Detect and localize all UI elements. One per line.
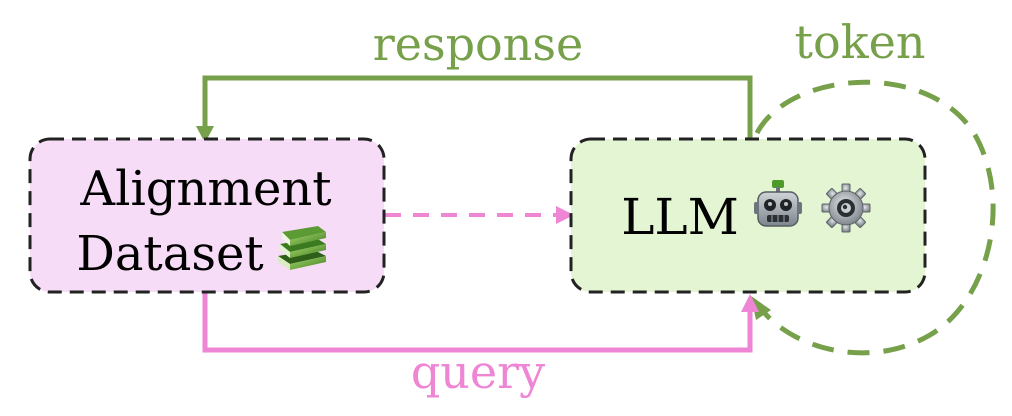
response-line <box>202 75 753 138</box>
response-arrowhead <box>196 126 214 143</box>
dashed-link-arrowhead <box>556 206 574 224</box>
query-arrowhead <box>741 294 759 312</box>
token-loop-line <box>754 79 996 356</box>
dataset-node: Alignment Dataset <box>28 137 386 294</box>
dataset-title-line1: Alignment <box>79 161 331 217</box>
query-label: query <box>411 345 545 399</box>
token-loop-arrowhead <box>751 296 771 320</box>
token-loop-edge <box>751 79 996 356</box>
response-label: response <box>373 17 583 71</box>
dashed-link-edge <box>385 206 574 224</box>
llm-box <box>569 137 927 294</box>
token-label: token <box>795 15 926 69</box>
query-line <box>202 292 753 353</box>
dataset-title-line2: Dataset <box>76 226 263 282</box>
books-icon <box>278 226 326 270</box>
llm-node: LLM <box>569 137 927 294</box>
llm-title: LLM <box>621 188 739 246</box>
robot-icon <box>754 180 802 227</box>
gear-icon <box>821 183 871 233</box>
query-edge <box>202 292 759 353</box>
response-edge <box>196 75 753 143</box>
